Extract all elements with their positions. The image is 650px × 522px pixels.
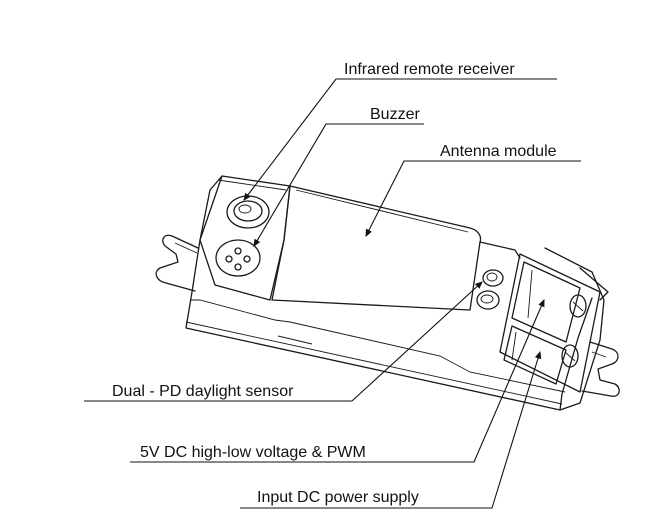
buzzer bbox=[215, 239, 261, 277]
label-pwm-input: 5V DC high-low voltage & PWM bbox=[140, 444, 366, 461]
left-mounting-tab bbox=[155, 234, 199, 292]
ir-receiver bbox=[226, 195, 270, 229]
label-infrared-remote-receiver: Infrared remote receiver bbox=[344, 61, 515, 78]
terminal-block bbox=[499, 253, 609, 393]
sensor-block bbox=[199, 175, 291, 301]
housing-base bbox=[185, 175, 605, 411]
leader-lines bbox=[84, 78, 581, 509]
right-mounting-tab bbox=[581, 341, 620, 397]
antenna-cover bbox=[271, 185, 521, 311]
label-input-dc-power-supply: Input DC power supply bbox=[257, 489, 419, 506]
label-buzzer: Buzzer bbox=[370, 106, 420, 123]
label-dual-pd-daylight-sensor: Dual - PD daylight sensor bbox=[112, 383, 294, 400]
label-antenna-module: Antenna module bbox=[440, 143, 557, 160]
daylight-sensor bbox=[476, 269, 504, 310]
